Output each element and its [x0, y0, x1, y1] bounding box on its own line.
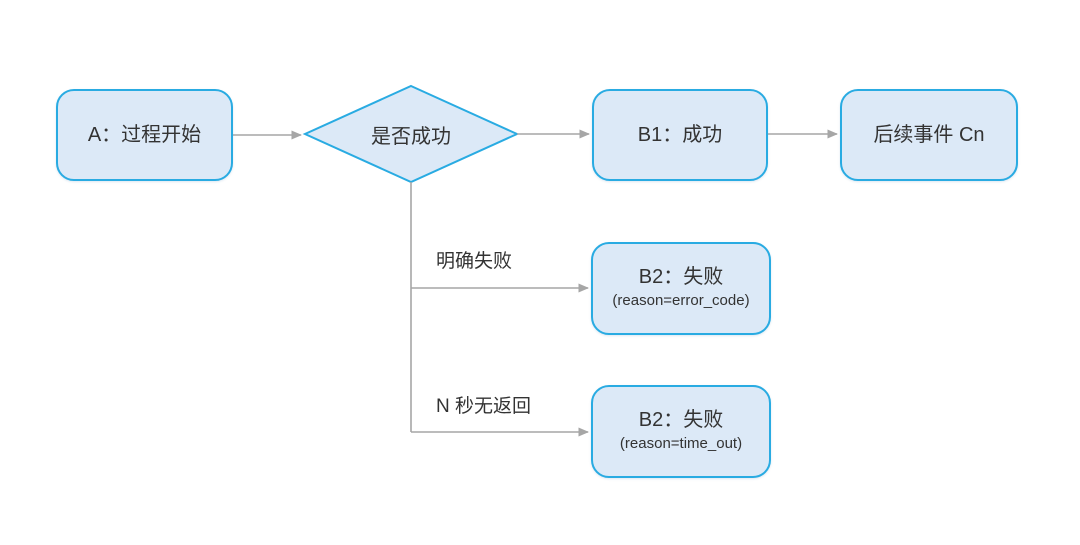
edge-label-explicit-failure: 明确失败: [436, 251, 513, 272]
node-failure-error-code-label: B2：失败: [638, 266, 724, 289]
node-success: B1：成功: [592, 89, 768, 181]
node-followup-event-label: 后续事件 Cn: [873, 124, 985, 146]
node-failure-timeout-sublabel: (reason=time_out): [619, 435, 743, 453]
node-failure-timeout: B2：失败 (reason=time_out): [591, 385, 771, 478]
node-followup-event: 后续事件 Cn: [840, 89, 1018, 181]
node-success-label: B1：成功: [637, 124, 723, 146]
node-failure-error-code: B2：失败 (reason=error_code): [591, 242, 771, 335]
decision-diamond-shape: [302, 84, 520, 184]
node-failure-error-code-sublabel: (reason=error_code): [612, 292, 750, 310]
node-process-start: A：过程开始: [56, 89, 233, 181]
edge-label-timeout: N 秒无返回: [436, 396, 532, 417]
node-failure-timeout-label: B2：失败: [638, 409, 724, 432]
node-process-start-label: A：过程开始: [87, 124, 202, 146]
